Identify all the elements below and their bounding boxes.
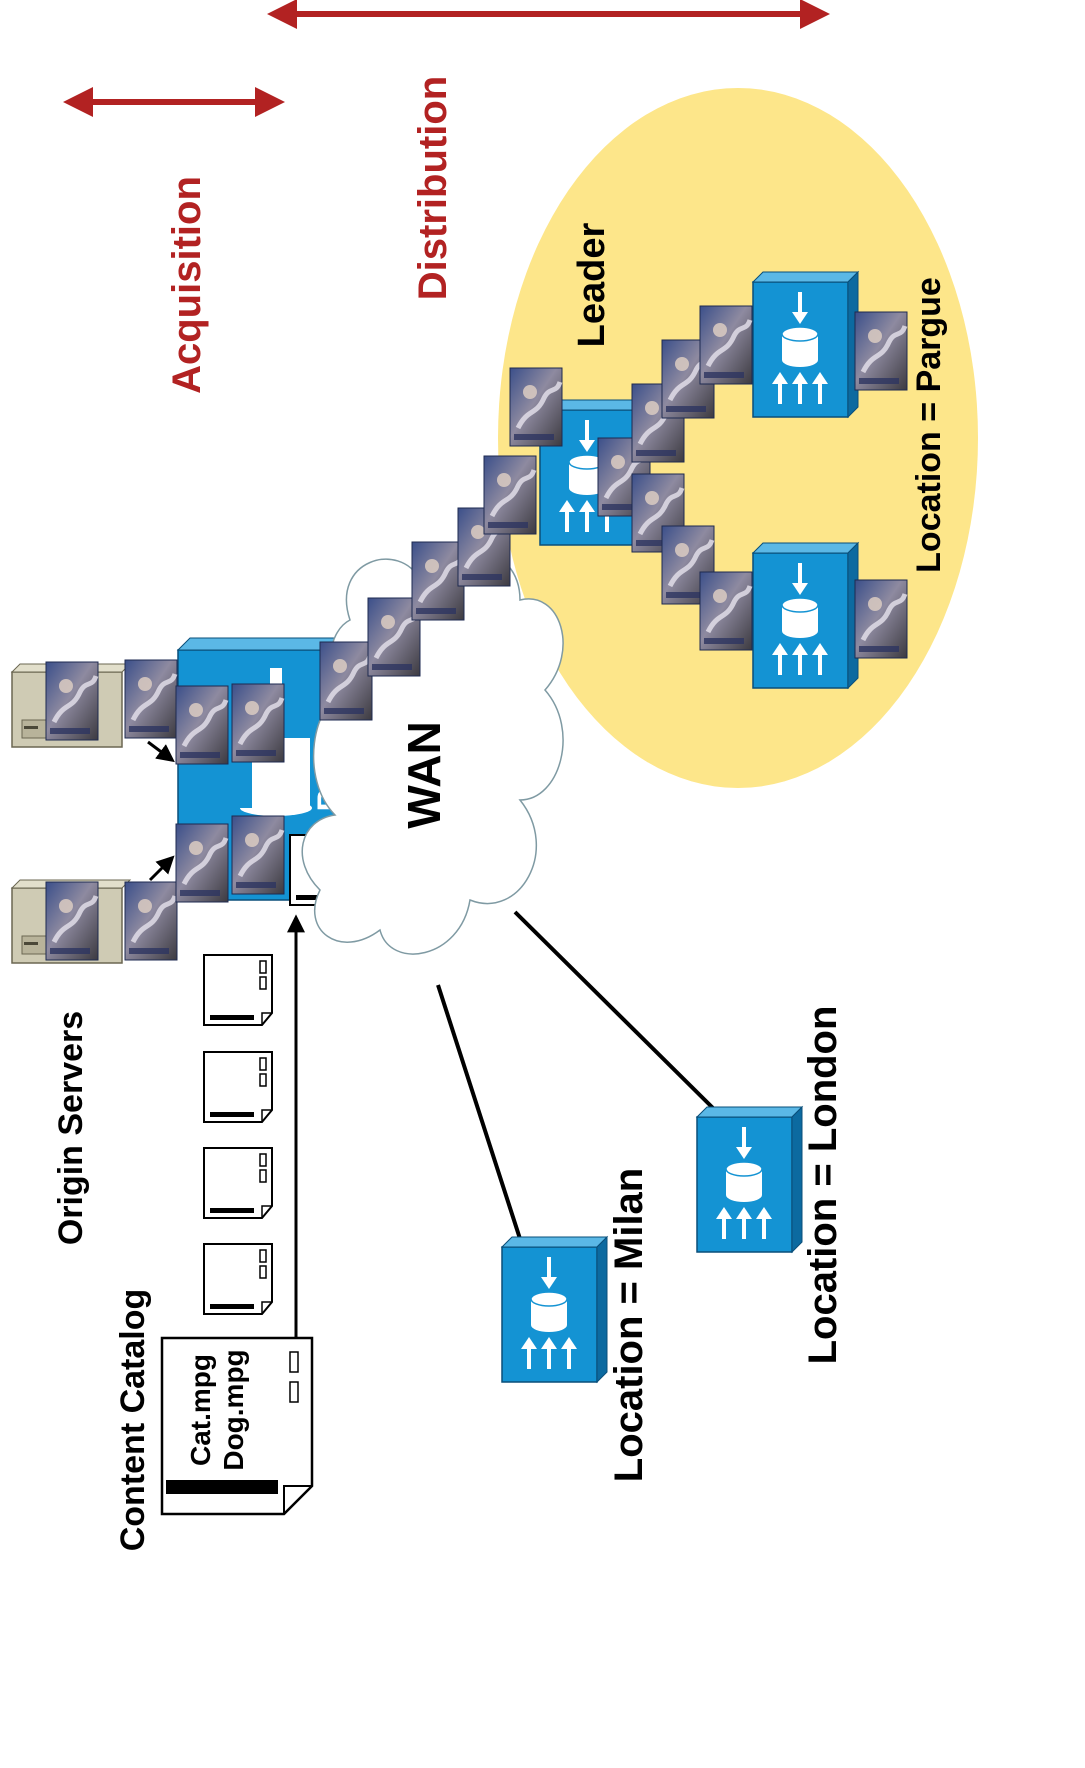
distribution-label: Distribution <box>411 76 455 300</box>
prague-content-engine-icon <box>751 541 860 690</box>
video-thumbnail-icon <box>232 816 284 894</box>
content-catalog-label: Content Catalog <box>114 1289 152 1552</box>
location-london-label: Location = London <box>801 1006 845 1365</box>
video-thumbnail-icon <box>125 882 177 960</box>
video-thumbnail-icon <box>46 882 98 960</box>
acquisition-arrow <box>148 855 175 882</box>
origin-servers-label: Origin Servers <box>52 1011 90 1245</box>
content-catalog-document-icon <box>160 1336 314 1516</box>
london-content-engine-icon <box>695 1105 804 1254</box>
video-thumbnail-icon <box>510 368 562 446</box>
video-thumbnail-icon <box>232 684 284 762</box>
video-thumbnail-icon <box>484 456 536 534</box>
location-prague-label: Location = Pargue <box>910 277 948 573</box>
document-icon <box>203 1243 273 1315</box>
video-thumbnail-icon <box>700 572 752 650</box>
leader-label: Leader <box>571 222 613 347</box>
video-thumbnail-icon <box>412 542 464 620</box>
video-thumbnail-icon <box>176 824 228 902</box>
video-thumbnail-icon <box>176 686 228 764</box>
video-thumbnail-icon <box>855 312 907 390</box>
catalog-file-dog: Dog.mpg <box>218 1349 249 1470</box>
wan-link-milan <box>436 984 524 1246</box>
wan-label: WAN <box>398 721 450 828</box>
acquisition-label: Acquisition <box>165 176 209 394</box>
document-icon <box>203 954 273 1026</box>
video-thumbnail-icon <box>855 580 907 658</box>
acquisition-arrow <box>147 740 175 763</box>
wan-link-london <box>513 910 722 1117</box>
location-milan-label: Location = Milan <box>607 1168 651 1482</box>
document-icon <box>203 1051 273 1123</box>
document-icon <box>203 1147 273 1219</box>
milan-content-engine-icon <box>500 1235 609 1384</box>
prague-content-engine-icon <box>751 270 860 419</box>
video-thumbnail-icon <box>320 642 372 720</box>
video-thumbnail-icon <box>700 306 752 384</box>
catalog-file-cat: Cat.mpg <box>185 1354 216 1466</box>
video-thumbnail-icon <box>46 662 98 740</box>
video-thumbnail-icon <box>125 660 177 738</box>
